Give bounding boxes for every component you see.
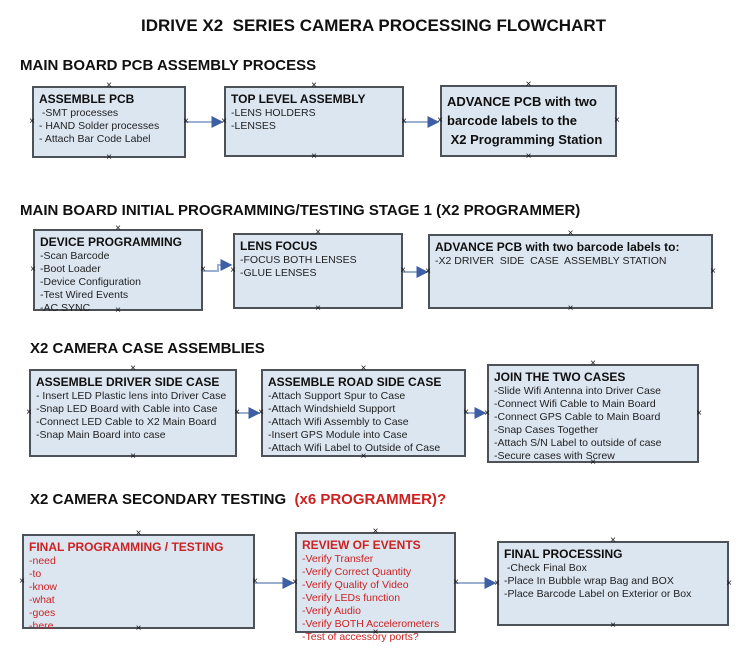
box-line: -Connect Wifi Cable to Main Board	[494, 398, 656, 410]
box-line: - Attach Bar Code Label	[39, 133, 151, 145]
box-lines: -Slide Wifi Antenna into Driver Case-Con…	[494, 385, 693, 463]
box-line: -Boot Loader	[40, 263, 101, 275]
box-line: -LENS HOLDERS	[231, 107, 316, 119]
section-heading-pcb-assembly: MAIN BOARD PCB ASSEMBLY PROCESS	[20, 57, 316, 74]
box-lines: -Scan Barcode-Boot Loader-Device Configu…	[40, 250, 197, 315]
box-title: DEVICE PROGRAMMING	[40, 235, 183, 249]
box-line: -GLUE LENSES	[240, 267, 317, 279]
box-line: -Snap LED Board with Cable into Case	[36, 403, 218, 415]
section-heading-text: X2 CAMERA CASE ASSEMBLIES	[30, 340, 265, 357]
box-line: -to	[29, 568, 42, 580]
box-lines: -need-to-know-what-goes-here	[29, 555, 249, 633]
box-line: -Snap Cases Together	[494, 424, 599, 436]
flow-box-final-programming-testing: FINAL PROGRAMMING / TESTING -need-to-kno…	[22, 534, 255, 632]
box-line: -what	[29, 594, 55, 606]
box-line: -Verify Transfer	[302, 553, 374, 565]
box-line: -Snap Main Board into case	[36, 429, 166, 441]
section-heading-case-assemblies: X2 CAMERA CASE ASSEMBLIES	[30, 340, 265, 357]
flow-box-assemble-pcb: ASSEMBLE PCB -SMT processes- HAND Solder…	[32, 86, 186, 158]
box-line: -Check Final Box	[504, 562, 587, 574]
box-line: -Device Configuration	[40, 276, 141, 288]
box-title: LENS FOCUS	[240, 239, 318, 253]
box-line: -Attach Support Spur to Case	[268, 390, 406, 402]
flow-box-assemble-road-side-case: ASSEMBLE ROAD SIDE CASE -Attach Support …	[261, 369, 466, 457]
box-line: -X2 DRIVER SIDE CASE ASSEMBLY STATION	[435, 255, 667, 267]
section-heading-text: MAIN BOARD PCB ASSEMBLY PROCESS	[20, 57, 317, 74]
box-line: -Verify BOTH Accelerometers	[302, 618, 440, 630]
box-line: -LENSES	[231, 120, 276, 132]
box-line: -Test Wired Events	[40, 289, 129, 301]
box-title: REVIEW OF EVENTS	[302, 538, 421, 552]
box-line: -need	[29, 555, 56, 567]
flow-box-review-of-events: REVIEW OF EVENTS -Verify Transfer-Verify…	[295, 532, 456, 643]
box-lines: -Attach Support Spur to Case-Attach Wind…	[268, 390, 460, 455]
box-line: -Test of accessory ports?	[302, 631, 419, 643]
box-title: ASSEMBLE PCB	[39, 92, 135, 106]
flow-box-final-processing: FINAL PROCESSING -Check Final Box-Place …	[497, 541, 729, 626]
box-line: -Verify Correct Quantity	[302, 566, 412, 578]
flow-box-advance-pcb-driver-side-station: ADVANCE PCB with two barcode labels to: …	[428, 234, 713, 309]
box-lines: -Verify Transfer-Verify Correct Quantity…	[302, 553, 450, 644]
box-lines: - Insert LED Plastic lens into Driver Ca…	[36, 390, 231, 442]
box-line: -Connect GPS Cable to Main Board	[494, 411, 661, 423]
box-line: -AC SYNC	[40, 302, 91, 314]
section-heading-red-text: (x6 PROGRAMMER)?	[290, 491, 447, 508]
box-line: -goes	[29, 607, 56, 619]
flow-box-assemble-driver-side-case: ASSEMBLE DRIVER SIDE CASE - Insert LED P…	[29, 369, 237, 457]
box-title: FINAL PROCESSING	[504, 547, 623, 561]
box-title: ASSEMBLE ROAD SIDE CASE	[268, 375, 442, 389]
flow-box-device-programming: DEVICE PROGRAMMING -Scan Barcode-Boot Lo…	[33, 229, 203, 314]
flow-box-lens-focus: LENS FOCUS -FOCUS BOTH LENSES-GLUE LENSE…	[233, 233, 403, 309]
box-line: -Secure cases with Screw	[494, 450, 615, 462]
box-title: TOP LEVEL ASSEMBLY	[231, 92, 366, 106]
box-line: -Verify LEDs function	[302, 592, 401, 604]
box-line: -Attach Wifi Label to Outside of Case	[268, 442, 441, 454]
box-line: - HAND Solder processes	[39, 120, 160, 132]
box-line: -know	[29, 581, 58, 593]
box-line: -FOCUS BOTH LENSES	[240, 254, 357, 266]
box-lines: -SMT processes- HAND Solder processes- A…	[39, 107, 180, 146]
box-title: JOIN THE TWO CASES	[494, 370, 626, 384]
box-line: - Insert LED Plastic lens into Driver Ca…	[36, 390, 227, 402]
flow-box-top-level-assembly: TOP LEVEL ASSEMBLY -LENS HOLDERS-LENSES	[224, 86, 404, 157]
section-heading-text: X2 CAMERA SECONDARY TESTING	[30, 491, 291, 508]
box-title: ASSEMBLE DRIVER SIDE CASE	[36, 375, 220, 389]
box-line: -Place Barcode Label on Exterior or Box	[504, 588, 692, 600]
box-lines: -LENS HOLDERS-LENSES	[231, 107, 398, 133]
section-heading-initial-programming: MAIN BOARD INITIAL PROGRAMMING/TESTING S…	[20, 202, 580, 219]
box-line: -Connect LED Cable to X2 Main Board	[36, 416, 217, 428]
box-title: ADVANCE PCB with two barcode labels to:	[435, 240, 680, 254]
section-heading-text: MAIN BOARD INITIAL PROGRAMMING/TESTING S…	[20, 202, 581, 219]
box-title: ADVANCE PCB with two barcode labels to t…	[447, 94, 603, 147]
flow-box-advance-pcb-programming-station: ADVANCE PCB with two barcode labels to t…	[440, 85, 617, 157]
box-line: -Verify Audio	[302, 605, 361, 617]
box-lines: -X2 DRIVER SIDE CASE ASSEMBLY STATION	[435, 255, 707, 268]
box-title: FINAL PROGRAMMING / TESTING	[29, 540, 224, 554]
flow-connector-elbow-arrow	[203, 259, 233, 272]
box-lines: -Check Final Box-Place In Bubble wrap Ba…	[504, 562, 723, 601]
page-title: IDRIVE X2 SERIES CAMERA PROCESSING FLOWC…	[140, 16, 607, 35]
box-line: -Scan Barcode	[40, 250, 110, 262]
flow-box-join-the-two-cases: JOIN THE TWO CASES -Slide Wifi Antenna i…	[487, 364, 699, 463]
box-line: -SMT processes	[39, 107, 119, 119]
section-heading-secondary-testing: X2 CAMERA SECONDARY TESTING (x6 PROGRAMM…	[30, 491, 446, 508]
box-line: -Attach Wifi Assembly to Case	[268, 416, 409, 428]
box-line: -Verify Quality of Video	[302, 579, 409, 591]
box-line: -Place In Bubble wrap Bag and BOX	[504, 575, 674, 587]
box-line: -Slide Wifi Antenna into Driver Case	[494, 385, 661, 397]
box-line: -here	[29, 620, 54, 632]
box-line: -Attach S/N Label to outside of case	[494, 437, 662, 449]
box-lines: -FOCUS BOTH LENSES-GLUE LENSES	[240, 254, 397, 280]
box-line: -Insert GPS Module into Case	[268, 429, 408, 441]
box-line: -Attach Windshield Support	[268, 403, 396, 415]
